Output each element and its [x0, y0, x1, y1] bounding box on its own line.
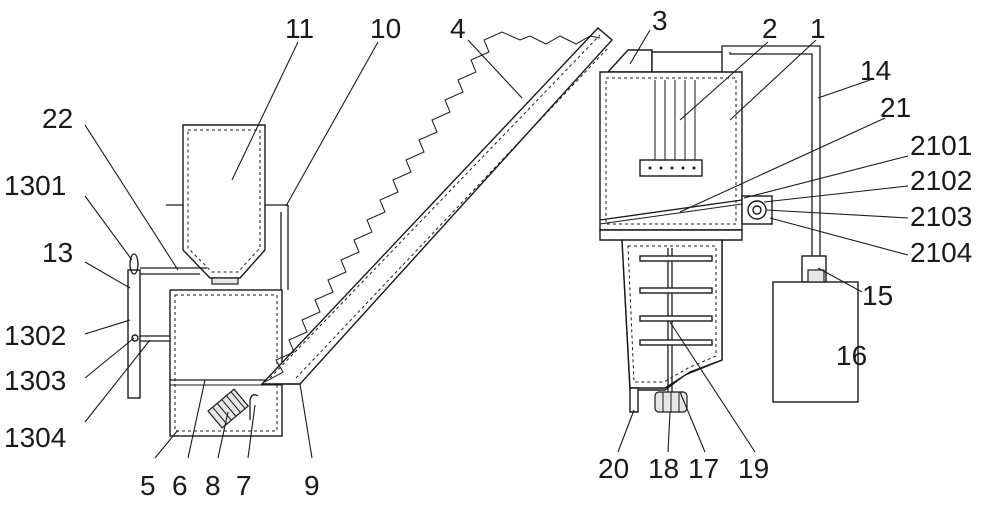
label-2104: 2104 [910, 237, 972, 268]
label-17: 17 [688, 453, 719, 484]
label-1304: 1304 [4, 422, 66, 453]
label-22: 22 [42, 103, 73, 134]
label-14: 14 [860, 55, 891, 86]
label-4: 4 [450, 13, 466, 44]
label-16: 16 [836, 340, 867, 371]
pipe-and-pump [721, 45, 859, 403]
side-post [127, 253, 141, 399]
connecting-arm [140, 267, 207, 342]
label-8: 8 [205, 470, 221, 501]
label-18: 18 [648, 453, 679, 484]
leader-lines [84, 29, 909, 459]
label-2: 2 [762, 13, 778, 44]
label-9: 9 [304, 470, 320, 501]
callout-labels: 11 10 4 3 2 1 14 21 2101 2102 2103 2104 … [4, 5, 972, 501]
label-20: 20 [598, 453, 629, 484]
label-5: 5 [140, 470, 156, 501]
label-19: 19 [738, 453, 769, 484]
label-1303: 1303 [4, 365, 66, 396]
label-1: 1 [810, 13, 826, 44]
hopper-support [166, 204, 289, 290]
right-tank [599, 49, 743, 413]
label-11: 11 [285, 13, 314, 44]
label-1301: 1301 [4, 170, 66, 201]
lower-tank [169, 289, 283, 437]
label-13: 13 [42, 237, 73, 268]
label-2102: 2102 [910, 165, 972, 196]
label-21: 21 [880, 92, 911, 123]
upper-hopper [182, 124, 266, 285]
label-6: 6 [172, 470, 188, 501]
label-2103: 2103 [910, 201, 972, 232]
label-3: 3 [652, 5, 668, 36]
label-7: 7 [236, 470, 252, 501]
screw-conveyor [260, 27, 614, 385]
label-10: 10 [370, 13, 401, 44]
label-2101: 2101 [910, 130, 972, 161]
label-1302: 1302 [4, 320, 66, 351]
label-15: 15 [862, 280, 893, 311]
